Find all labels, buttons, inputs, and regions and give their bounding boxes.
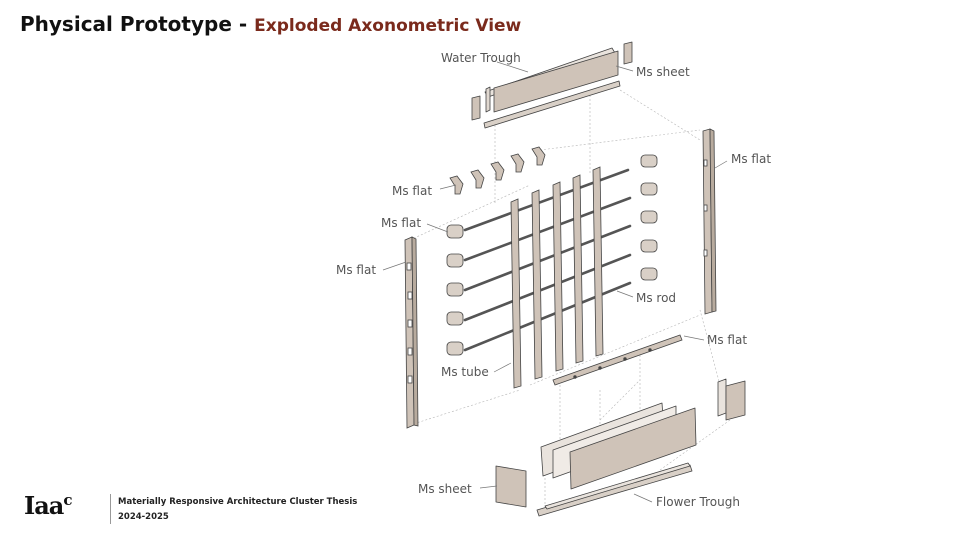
label-ms-sheet-bottom: Ms sheet [418,482,472,496]
label-ms-tube: Ms tube [441,365,489,379]
footer-line2: 2024-2025 [118,512,169,522]
ms-rods [463,168,632,352]
label-ms-flat-right-post: Ms flat [731,152,772,166]
water-trough-base [483,80,621,129]
ms-tubes [510,166,604,389]
right-fasteners [640,154,658,281]
page-title: Physical Prototype - Exploded Axonometri… [20,12,521,36]
logo-main: Iaa [24,491,64,520]
flower-trough-end-cap-right-sheet [725,380,746,421]
leader-lines [382,61,728,503]
left-fasteners [446,224,464,356]
title-main: Physical Prototype - [20,12,255,36]
footer-line1: Materially Responsive Architecture Clust… [118,497,358,507]
bottom-flat-bar [552,334,683,386]
water-trough-end-cap-left [471,95,481,121]
footer-divider [110,494,111,524]
label-flower-trough: Flower Trough [656,495,740,509]
left-post [404,236,419,429]
left-post-side [411,236,419,427]
label-ms-flat-mid: Ms flat [381,216,422,230]
flower-trough-assembly [495,378,746,517]
label-ms-sheet-top: Ms sheet [636,65,690,79]
flower-trough-front-sheet [569,407,697,490]
water-trough-lip [485,86,491,113]
ms-flat-clips-top [449,146,546,195]
flower-trough-end-cap-right [717,378,727,417]
label-ms-flat-clips: Ms flat [392,184,433,198]
label-ms-flat-left-post: Ms flat [336,263,377,277]
label-water-trough: Water Trough [441,51,521,65]
right-post-side [709,128,717,313]
label-ms-rod: Ms rod [636,291,677,305]
title-subtitle: Exploded Axonometric View [254,16,522,36]
iaac-logo: Iaac [24,491,72,520]
label-ms-flat-bottom-bar: Ms flat [707,333,748,347]
footer-text: Materially Responsive Architecture Clust… [118,495,357,525]
flower-trough-end-sheet [495,465,527,508]
water-trough-front-sheet [493,50,619,113]
right-post [702,128,717,315]
water-trough-end-cap-right [623,41,633,65]
water-trough-assembly [471,41,633,129]
logo-sup: c [63,491,72,509]
